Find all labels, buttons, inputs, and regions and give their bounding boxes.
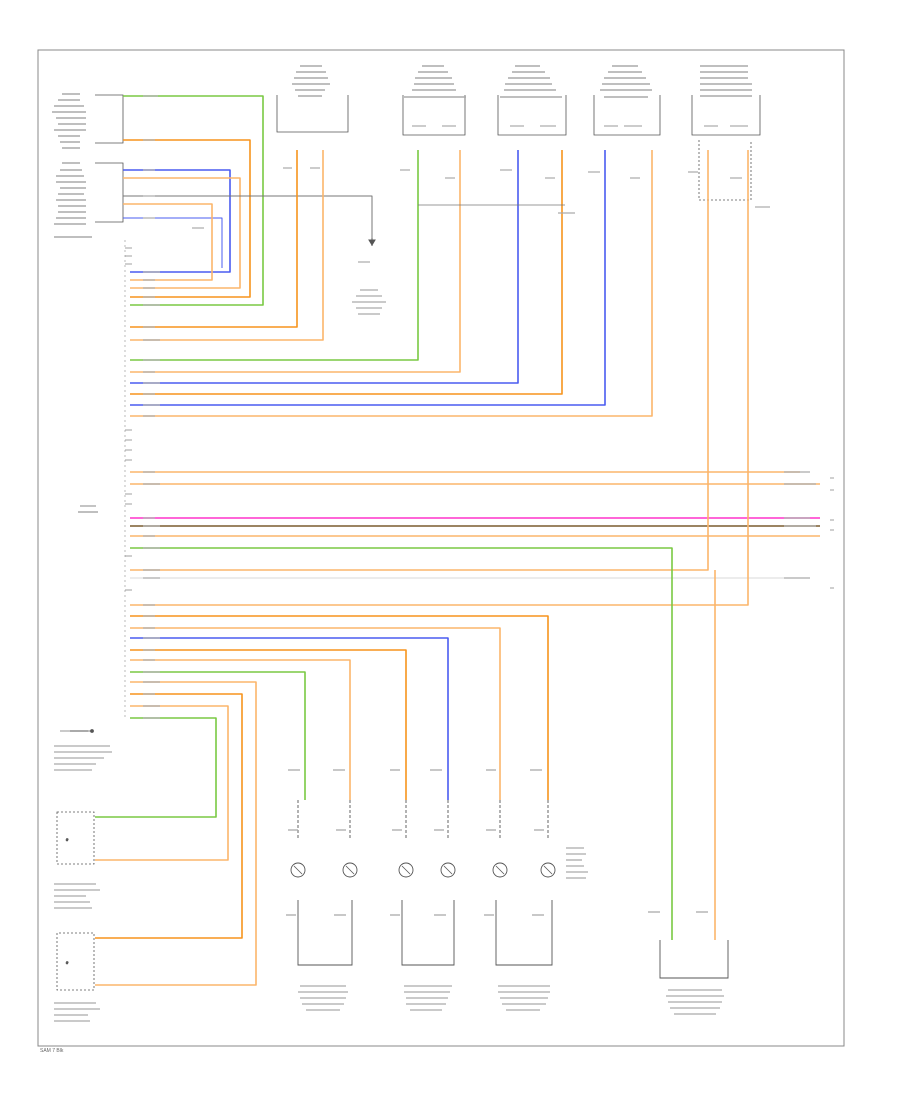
wire-c4-orange [130, 150, 653, 417]
squib-resistor-marks [293, 865, 553, 875]
wire-c1-a [130, 150, 298, 328]
wire-sq-9 [95, 705, 229, 861]
ground-label [352, 261, 386, 315]
left-bottom-connector [70, 729, 94, 733]
right-terminals [830, 477, 834, 589]
wire-c3-orange [130, 150, 563, 395]
main-connector-label [78, 505, 98, 513]
connector-pins [125, 247, 132, 591]
wire-c1-b [130, 150, 324, 341]
wire-orange-top [123, 139, 251, 298]
wire-green-long [130, 547, 673, 940]
wire-sq-1 [130, 615, 549, 800]
wires [95, 95, 820, 986]
wire-gray-top [123, 195, 373, 238]
wire-sq-3 [130, 637, 449, 800]
wire-blue-top-a [123, 169, 231, 273]
wire-sq-10 [95, 717, 217, 818]
wire-tags [143, 95, 816, 719]
squib-assemblies [297, 800, 729, 979]
wire-rm-a [130, 150, 709, 571]
wire-orange-top-c [123, 203, 213, 281]
wire-sq-5 [130, 659, 351, 800]
footer-code: SAM 7 Blk [40, 1048, 64, 1054]
wire-c4-blue [130, 150, 606, 406]
diagram-frame [37, 49, 845, 1047]
squib-resistors [290, 862, 556, 878]
wire-green-top [123, 95, 264, 306]
wire-c3-blue [130, 150, 519, 384]
module-2-symbol: ϑ [66, 960, 69, 965]
wire-sq-8 [95, 693, 243, 939]
wire-c2-orange [130, 150, 461, 373]
wire-sq-2 [130, 627, 501, 800]
wire-c2-green [130, 150, 419, 361]
wire-sq-4 [130, 649, 407, 800]
wire-blue-top-b [123, 217, 223, 268]
wire-sq-7 [95, 681, 257, 986]
left-bottom-module-2: ϑ [56, 932, 95, 991]
ground-symbol [368, 238, 376, 246]
left-bottom-labels [54, 730, 112, 1022]
wire-orange-top-b [123, 177, 241, 289]
squib-labels [286, 769, 724, 1015]
wire-rm-b [130, 150, 749, 606]
wire-sq-6 [130, 671, 306, 800]
left-top-labels [52, 93, 92, 238]
top-component-labels [292, 65, 752, 98]
left-top-boxes [95, 94, 124, 223]
left-bottom-module-1: ϑ [56, 811, 95, 865]
module-1-symbol: ϑ [66, 837, 69, 842]
top-components [276, 95, 761, 201]
